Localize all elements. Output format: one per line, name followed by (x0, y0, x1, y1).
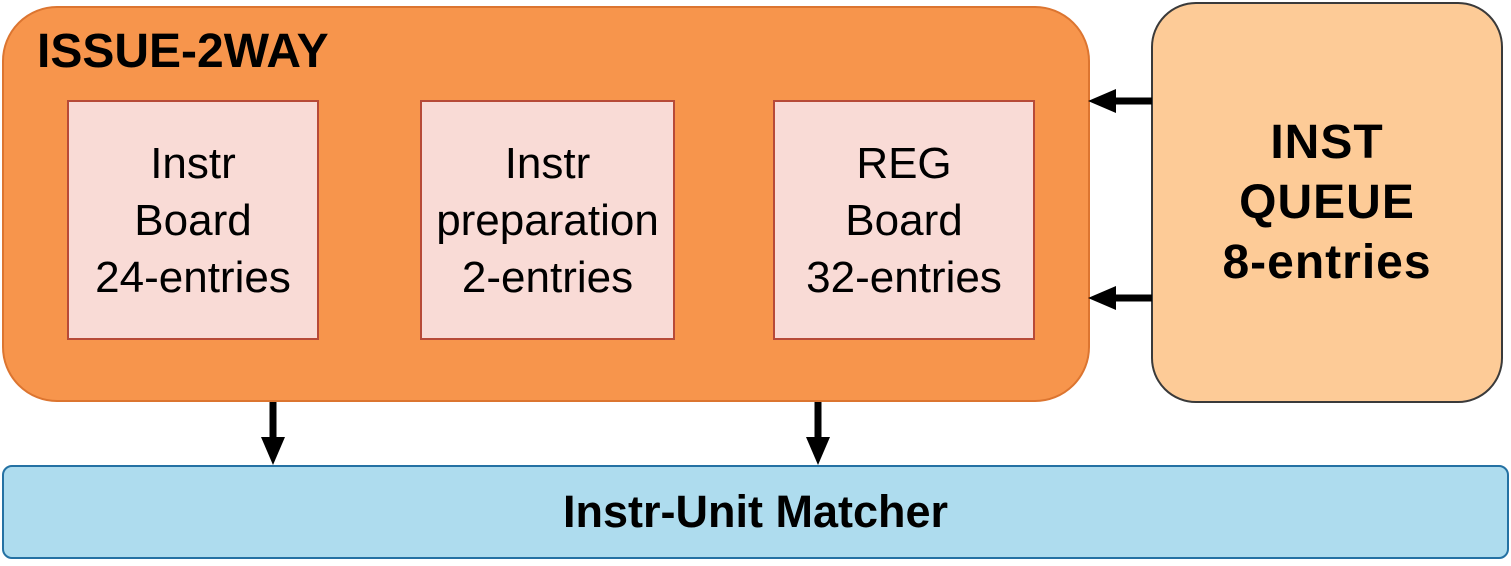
arrow-queue-to-issue-top-icon (1088, 89, 1152, 113)
issue-2way-title: ISSUE-2WAY (37, 25, 329, 78)
instr-preparation-box: Instr preparation 2-entries (420, 100, 675, 340)
issue-2way-block: ISSUE-2WAY Instr Board 24-entries Instr … (2, 6, 1090, 402)
board-text-line: 32-entries (806, 252, 1002, 302)
arrow-issue-to-matcher-right-icon (806, 402, 830, 465)
inst-queue-block: INST QUEUE 8-entries (1151, 2, 1503, 403)
reg-board-box: REG Board 32-entries (773, 100, 1035, 340)
arrow-queue-to-issue-bottom-icon (1088, 286, 1152, 310)
queue-text-line: INST (1270, 115, 1384, 169)
board-text-line: preparation (436, 195, 659, 245)
board-text-line: Instr (150, 138, 236, 188)
board-text-line: 2-entries (461, 252, 634, 302)
instr-board-box: Instr Board 24-entries (67, 100, 319, 340)
board-text-line: Instr (504, 138, 591, 188)
queue-text-line: QUEUE (1239, 175, 1415, 229)
matcher-label: Instr-Unit Matcher (562, 486, 949, 537)
board-text-line: Board (845, 195, 963, 245)
arrow-issue-to-matcher-left-icon (261, 402, 285, 465)
board-text-line: 24-entries (95, 252, 291, 302)
board-text-line: Board (134, 195, 252, 245)
queue-text-line: 8-entries (1222, 235, 1432, 289)
board-text-line: REG (856, 138, 952, 188)
instr-unit-matcher-bar: Instr-Unit Matcher (2, 465, 1509, 559)
